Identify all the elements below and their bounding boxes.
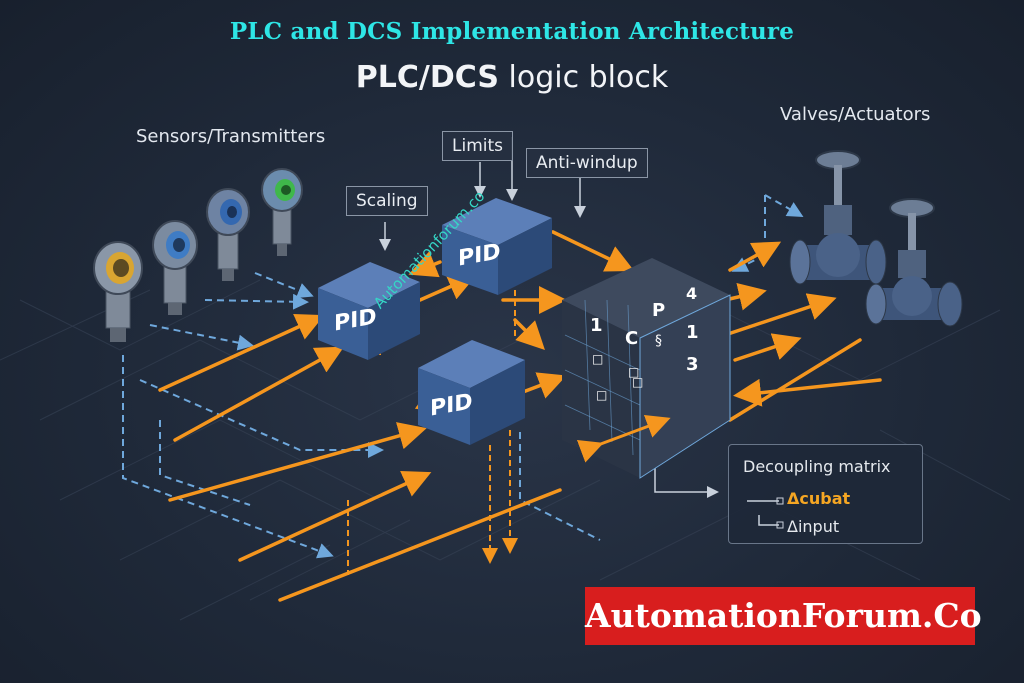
decoupling-row-input: Δinput xyxy=(787,517,840,536)
matrix-cell: □ xyxy=(592,352,604,366)
decoupling-row-output: Δcubat xyxy=(787,489,851,508)
matrix-cell: 4 xyxy=(686,284,698,303)
subtitle-bold: PLC/DCS xyxy=(355,60,499,95)
scaling-box: Scaling xyxy=(346,186,428,216)
matrix-cell: 1 xyxy=(590,315,603,336)
matrix-cell: □ xyxy=(632,375,644,389)
subtitle-rest: logic block xyxy=(508,60,669,95)
pressure-transmitter-icon xyxy=(93,168,303,342)
decoupling-title: Decoupling matrix xyxy=(743,457,891,476)
pid-block-graphics xyxy=(318,198,552,445)
decoupling-connectors xyxy=(747,497,784,529)
matrix-cell: § xyxy=(655,333,662,349)
matrix-cell: P xyxy=(652,300,666,321)
matrix-cell: C xyxy=(625,328,639,349)
sensors-label: Sensors/Transmitters xyxy=(136,126,326,147)
flow-arrows xyxy=(158,230,882,602)
control-valve-icon xyxy=(789,150,963,327)
valves-label: Valves/Actuators xyxy=(780,104,931,125)
matrix-cell: 1 xyxy=(686,322,699,343)
matrix-cell: 3 xyxy=(686,354,699,375)
watermark-banner: AutomationForum.Co xyxy=(585,587,982,645)
matrix-cell: □ xyxy=(628,365,640,379)
limits-box: Limits xyxy=(442,131,513,161)
decoupling-matrix-panel: Decoupling matrix Δcubat Δinput xyxy=(728,444,923,544)
anti-windup-box: Anti-windup xyxy=(526,148,648,178)
matrix-slab xyxy=(562,258,731,479)
matrix-cell: □ xyxy=(596,388,608,402)
page-title: PLC and DCS Implementation Architecture xyxy=(229,18,795,45)
page-subtitle: PLC/DCS logic block xyxy=(0,60,1024,95)
